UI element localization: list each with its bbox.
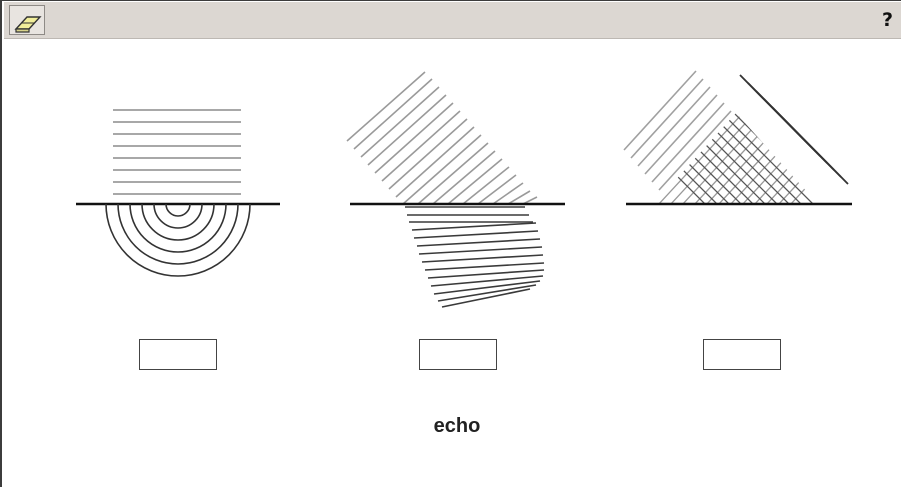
eraser-icon <box>14 9 42 33</box>
answer-box-reflection[interactable] <box>703 339 781 370</box>
help-button[interactable]: ? <box>882 8 900 32</box>
eraser-button[interactable] <box>9 5 45 35</box>
refraction-diagram <box>347 72 565 307</box>
answer-box-diffraction[interactable] <box>139 339 217 370</box>
reflection-diagram <box>602 71 886 231</box>
draggable-word[interactable]: echo <box>402 415 512 438</box>
diffraction-diagram <box>76 110 280 276</box>
toolbar: ? <box>4 2 901 39</box>
answer-box-refraction[interactable] <box>419 339 497 370</box>
